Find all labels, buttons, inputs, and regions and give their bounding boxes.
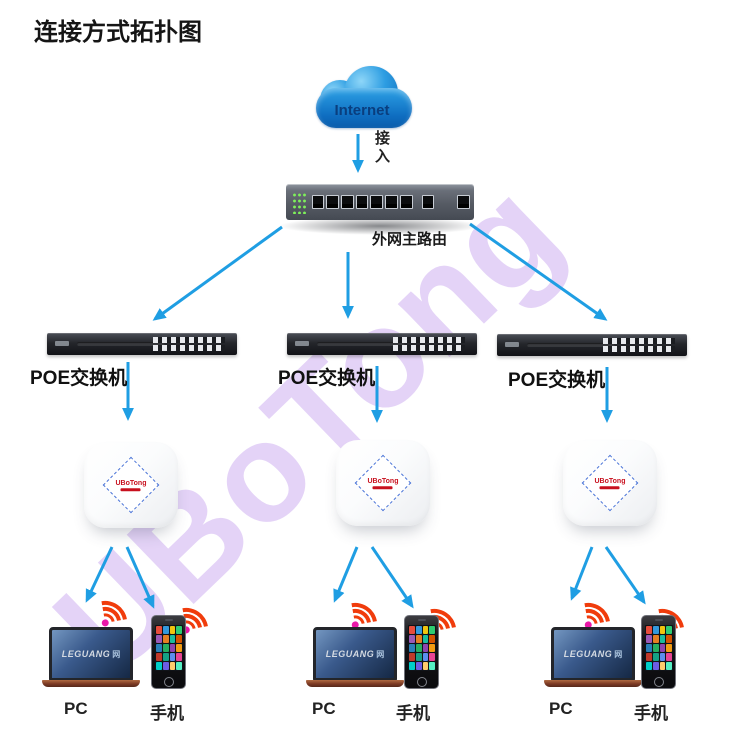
ap-brand-logo: UBoTong: [116, 479, 146, 491]
router-port: [399, 195, 413, 209]
switch-label-2: POE交换机: [278, 368, 376, 389]
phone-1: [151, 615, 186, 689]
switch-label-3: POE交换机: [508, 370, 606, 391]
router-device: [286, 184, 474, 220]
internet-cloud: Internet: [316, 66, 412, 128]
poe-switch-2: [287, 333, 477, 355]
router-port: [370, 195, 384, 209]
arrow-router-to-switch-3: [469, 222, 608, 321]
ap-diamond: UBoTong: [581, 454, 639, 512]
access-point-2: UBoTong: [336, 440, 430, 526]
poe-switch-3: [497, 334, 687, 356]
cloud-body: [316, 88, 412, 128]
phone-label-1: 手机: [150, 704, 184, 723]
switch-port-block: [603, 338, 675, 352]
ap-brand-logo: UBoTong: [595, 477, 625, 489]
arrow-ap-1-to-pc-1: [85, 546, 114, 603]
ap-diamond: UBoTong: [354, 454, 412, 512]
switch-logo-mark: [295, 341, 309, 346]
arrow-ap-2-to-phone-2: [370, 546, 414, 609]
pc-label-2: PC: [312, 699, 336, 718]
switch-logo-mark: [505, 342, 519, 347]
page-title: 连接方式拓扑图: [34, 19, 202, 46]
laptop-base: [42, 680, 140, 687]
poe-switch-1: [47, 333, 237, 355]
router-port: [385, 195, 398, 209]
phone-speaker: [417, 619, 426, 621]
arrow-ap-1-to-phone-1: [125, 546, 155, 609]
access-label: 接入: [373, 130, 390, 166]
phone-label-3: 手机: [634, 704, 668, 723]
phone-screen: [155, 625, 183, 671]
switch-label-1: POE交换机: [30, 368, 128, 389]
arrow-ap-3-to-phone-3: [604, 546, 646, 605]
laptop-base: [306, 680, 404, 687]
router-led-grid: [292, 192, 308, 214]
phone-home-button: [416, 677, 427, 687]
switch-logo-mark: [55, 341, 69, 346]
ap-diamond: UBoTong: [102, 456, 160, 514]
switch-port-block: [153, 337, 225, 351]
ap-brand-logo: UBoTong: [368, 477, 398, 489]
laptop-base: [544, 680, 642, 687]
access-point-1: UBoTong: [84, 442, 178, 528]
router-label: 外网主路由: [372, 231, 448, 248]
phone-3: [641, 615, 676, 689]
phone-home-button: [163, 677, 174, 687]
internet-label: Internet: [334, 102, 390, 119]
phone-speaker: [654, 619, 663, 621]
phone-home-button: [653, 677, 664, 687]
router-port: [326, 195, 340, 209]
router-uplink-port: [457, 195, 471, 209]
switch-vent-slot: [317, 342, 405, 346]
access-point-3: UBoTong: [563, 440, 657, 526]
arrow-ap-2-to-pc-2: [333, 546, 359, 603]
phone-2: [404, 615, 439, 689]
router-shadow: [278, 217, 482, 235]
arrow-router-to-switch-1: [152, 225, 283, 321]
phone-speaker: [164, 619, 173, 621]
phone-screen: [408, 625, 436, 671]
phone-label-2: 手机: [396, 704, 430, 723]
router-wan-port: [421, 195, 435, 209]
router-port: [311, 195, 325, 209]
phone-screen: [645, 625, 673, 671]
router-port: [355, 195, 369, 209]
arrow-ap-3-to-pc-3: [570, 546, 594, 601]
switch-vent-slot: [77, 342, 165, 346]
pc-label-3: PC: [549, 699, 573, 718]
switch-vent-slot: [527, 343, 615, 347]
pc-label-1: PC: [64, 699, 88, 718]
switch-port-block: [393, 337, 465, 351]
router-port: [341, 195, 354, 209]
